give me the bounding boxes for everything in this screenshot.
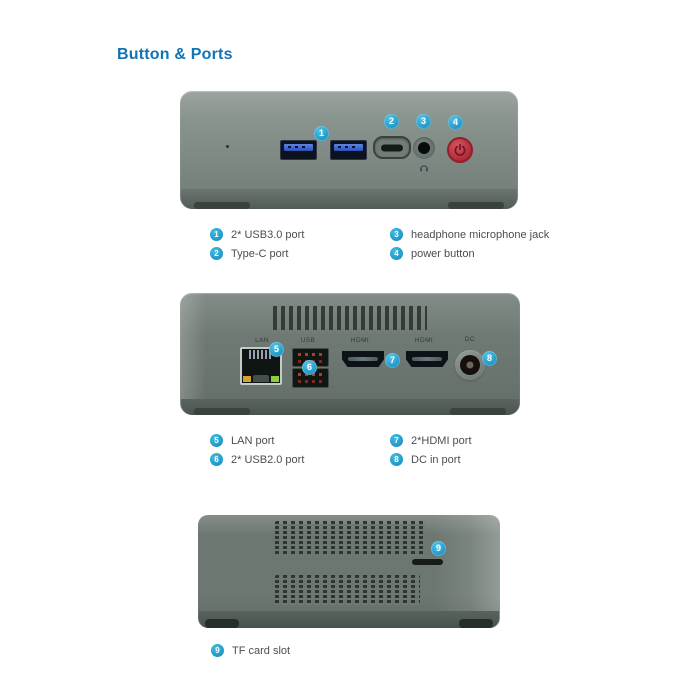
- legend-label: Type-C port: [231, 247, 289, 260]
- usb3-port-1: [280, 140, 317, 160]
- page-title: Button & Ports: [117, 46, 233, 63]
- usb2-pins: [298, 373, 301, 376]
- usb3-tongue: [334, 144, 363, 151]
- legend-label: 2* USB3.0 port: [231, 228, 305, 241]
- legend-item: 5 LAN port: [210, 431, 390, 450]
- power-button: [447, 137, 473, 163]
- dc-in-jack: [455, 350, 485, 380]
- callout-6: 6: [302, 360, 317, 375]
- legend-item: 9 TF card slot: [211, 641, 290, 660]
- back-legend: 5 LAN port 6 2* USB2.0 port 7 2*HDMI por…: [210, 431, 472, 469]
- vent-slots: [273, 306, 427, 330]
- rj45-notch: [253, 375, 269, 382]
- callout-5: 5: [269, 342, 284, 357]
- callout-8: 8: [482, 351, 497, 366]
- legend-label: 2* USB2.0 port: [231, 453, 305, 466]
- legend-item: 6 2* USB2.0 port: [210, 450, 390, 469]
- vent-slots-upper: [275, 521, 425, 556]
- hdmi-label-left: HDMI: [350, 337, 370, 344]
- dc-label: DC: [464, 336, 476, 343]
- legend-number-badge: 5: [210, 434, 223, 447]
- legend-label: TF card slot: [232, 644, 291, 657]
- legend-number-badge: 2: [210, 247, 223, 260]
- legend-item: 4 power button: [390, 244, 549, 263]
- rubber-foot: [205, 619, 239, 628]
- hdmi-slot: [348, 357, 378, 361]
- callout-9: 9: [431, 541, 446, 556]
- usb-label: USB: [300, 337, 316, 344]
- headphone-icon: [420, 165, 428, 172]
- callout-4: 4: [448, 115, 463, 130]
- rubber-foot: [459, 619, 493, 628]
- hdmi-port-1: [342, 351, 384, 367]
- hdmi-label-right: HDMI: [414, 337, 434, 344]
- rubber-foot: [194, 202, 250, 209]
- headphone-jack: [413, 137, 435, 159]
- jack-hole: [418, 142, 430, 154]
- device-base: [181, 399, 519, 415]
- legend-number-badge: 1: [210, 228, 223, 241]
- legend-number-badge: 3: [390, 228, 403, 241]
- legend-label: power button: [411, 247, 475, 260]
- vent-slots-lower: [275, 575, 420, 605]
- usb3-tongue: [284, 144, 313, 151]
- rubber-foot: [194, 408, 250, 415]
- device-base: [199, 611, 499, 628]
- lan-label: LAN: [255, 337, 269, 344]
- legend-number-badge: 9: [211, 644, 224, 657]
- device-base: [181, 189, 517, 209]
- front-legend: 1 2* USB3.0 port 2 Type-C port 3 headpho…: [210, 225, 549, 263]
- callout-1: 1: [314, 126, 329, 141]
- legend-label: DC in port: [411, 453, 461, 466]
- callout-3: 3: [416, 114, 431, 129]
- lan-led-yellow: [243, 376, 251, 382]
- legend-item: 1 2* USB3.0 port: [210, 225, 390, 244]
- dc-pin: [466, 361, 474, 369]
- hdmi-port-2: [406, 351, 448, 367]
- front-view-photo: 1 2 3 4: [180, 91, 518, 209]
- legend-number-badge: 4: [390, 247, 403, 260]
- hdmi-slot: [412, 357, 442, 361]
- legend-number-badge: 8: [390, 453, 403, 466]
- legend-item: 3 headphone microphone jack: [390, 225, 549, 244]
- rj45-pins: [249, 350, 273, 359]
- usb3-port-2: [330, 140, 367, 160]
- lan-led-green: [271, 376, 279, 382]
- legend-item: 7 2*HDMI port: [390, 431, 472, 450]
- bottom-legend: 9 TF card slot: [211, 641, 290, 660]
- legend-item: 8 DC in port: [390, 450, 472, 469]
- legend-label: headphone microphone jack: [411, 228, 550, 241]
- legend-number-badge: 6: [210, 453, 223, 466]
- power-icon: [454, 143, 466, 156]
- type-c-slot: [381, 144, 403, 151]
- bottom-view-photo: 9: [198, 515, 500, 628]
- rubber-foot: [448, 202, 504, 209]
- callout-7: 7: [385, 353, 400, 368]
- reset-pinhole: [226, 145, 229, 148]
- legend-label: 2*HDMI port: [411, 434, 472, 447]
- rubber-foot: [450, 408, 506, 415]
- legend-number-badge: 7: [390, 434, 403, 447]
- type-c-port: [373, 136, 411, 159]
- callout-2: 2: [384, 114, 399, 129]
- usb2-pins: [298, 353, 301, 356]
- legend-item: 2 Type-C port: [210, 244, 390, 263]
- back-view-photo: LAN USB HDMI HDMI DC 5 6: [180, 293, 520, 415]
- legend-label: LAN port: [231, 434, 275, 447]
- tf-card-slot: [412, 559, 443, 565]
